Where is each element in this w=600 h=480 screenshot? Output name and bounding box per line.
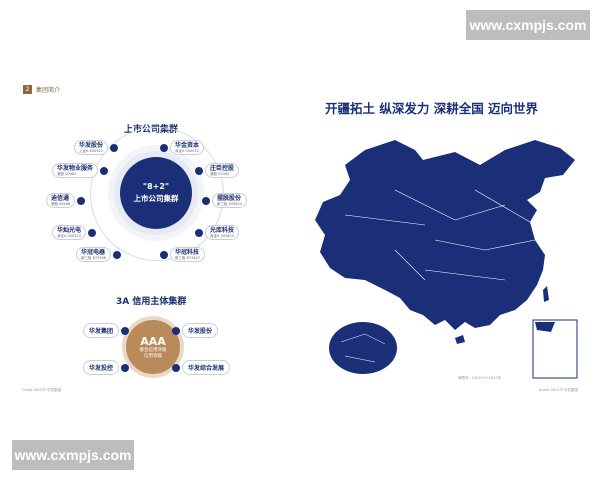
map-title: 开疆拓土 纵深发力 深耕全国 迈向世界: [325, 101, 539, 116]
watermark-top: www.cxmpjs.com: [466, 10, 590, 40]
company-dot-icon: [77, 196, 86, 205]
listed-group-hub: "8+2" 上市公司集群: [120, 157, 192, 229]
company-dot-icon: [100, 166, 109, 175]
company-item: 华发物业服务港股 00982: [52, 163, 109, 178]
watermark-bottom: www.cxmpjs.com: [12, 440, 134, 470]
credit-entity: 华发股份: [172, 323, 219, 338]
section-tag: 2 集团简介: [23, 85, 60, 94]
company-code: 港股 06188: [51, 202, 71, 206]
company-item: 华冠科技新三板 873447: [160, 247, 205, 262]
company-item: 华发股份上证A 600325: [74, 140, 119, 155]
company-name: 华发物业服务: [57, 165, 94, 172]
company-name: 华冠电器: [81, 249, 106, 256]
map-province-lines: [344, 189, 536, 281]
left-page-footer: Huafa GROUP 华发集团: [22, 388, 62, 392]
hub-line2: 上市公司集群: [133, 194, 179, 203]
right-page-footer: Huafa GROUP 华发集团: [538, 388, 578, 392]
credit-dot-icon: [121, 363, 130, 372]
aaa-title: AAA: [140, 334, 166, 348]
credit-entity: 华发综合发展: [172, 360, 231, 375]
company-item: 摆脱股份新三板 833624: [202, 193, 247, 208]
company-code: 新三板 833624: [217, 202, 242, 206]
company-name: 庄臣控股: [210, 165, 235, 172]
company-dot-icon: [195, 228, 203, 237]
left-page: 2 集团简介 上市公司集群 "8+2" 上市公司集群 华发股份上证A 60032…: [20, 80, 295, 400]
company-item: 迪信通港股 06188: [46, 193, 86, 208]
company-dot-icon: [110, 143, 119, 152]
company-name: 华冠科技: [175, 249, 200, 256]
map-approval-number: 审图号：GS(2019)1822号: [458, 376, 501, 380]
credit-group-title: 3A 信用主体集群: [116, 297, 187, 307]
company-dot-icon: [160, 143, 168, 152]
aaa-line1: 联合信用评级: [139, 347, 167, 353]
company-code: 深证A 000532: [175, 149, 199, 153]
world-globe-inset: [329, 322, 397, 374]
south-sea-land: [535, 322, 555, 332]
company-code: 上证A 600325: [79, 149, 103, 153]
company-item: 华金资本深证A 000532: [160, 140, 205, 155]
company-name: 迪信通: [51, 195, 70, 202]
credit-entity-name: 华发综合发展: [182, 360, 231, 375]
company-name: 华发股份: [79, 142, 104, 149]
hub-line1: "8+2": [142, 182, 170, 191]
company-name: 光库科技: [210, 227, 235, 234]
china-map: [315, 140, 578, 379]
company-code: 新三板 873447: [175, 256, 200, 260]
map-mainland-shape: [315, 140, 575, 330]
credit-dot-icon: [172, 363, 180, 372]
company-code: 港股 00982: [57, 172, 77, 176]
credit-dot-icon: [121, 326, 130, 335]
company-code: 深证A 300323: [57, 234, 81, 238]
section-tag-number: 2: [23, 85, 32, 94]
right-page: 开疆拓土 纵深发力 深耕全国 迈向世界 审图号：GS(2019)1822号 Hu…: [305, 80, 580, 400]
company-dot-icon: [202, 196, 210, 205]
company-dot-icon: [112, 250, 121, 259]
company-name: 华金资本: [175, 142, 200, 149]
company-item: 华灿光电深证A 300323: [52, 225, 97, 240]
map-taiwan-shape: [543, 286, 549, 302]
company-item: 庄臣控股港股 01955: [195, 163, 240, 178]
company-dot-icon: [88, 228, 97, 237]
credit-dot-icon: [172, 326, 180, 335]
credit-entity: 华发集团: [83, 323, 130, 338]
company-dot-icon: [195, 166, 203, 175]
globe-land-lines: [340, 333, 386, 363]
company-dot-icon: [160, 250, 168, 259]
company-name: 华灿光电: [57, 227, 82, 234]
company-code: 港股 01955: [210, 172, 230, 176]
credit-entity: 华发投控: [83, 360, 130, 375]
company-code: 深证A 300620: [210, 234, 234, 238]
map-hainan-shape: [455, 335, 465, 344]
company-code: 新三板 873396: [81, 256, 106, 260]
company-name: 摆脱股份: [217, 195, 242, 202]
credit-entity-name: 华发投控: [83, 360, 120, 375]
section-tag-label: 集团简介: [36, 87, 61, 94]
aaa-rating-badge: AAA 联合信用评级 信用等级: [126, 320, 180, 374]
company-item: 华冠电器新三板 873396: [76, 247, 121, 262]
credit-entity-name: 华发集团: [83, 323, 120, 338]
aaa-line2: 信用等级: [144, 353, 162, 359]
company-item: 光库科技深证A 300620: [195, 225, 240, 240]
credit-entity-name: 华发股份: [182, 323, 219, 338]
